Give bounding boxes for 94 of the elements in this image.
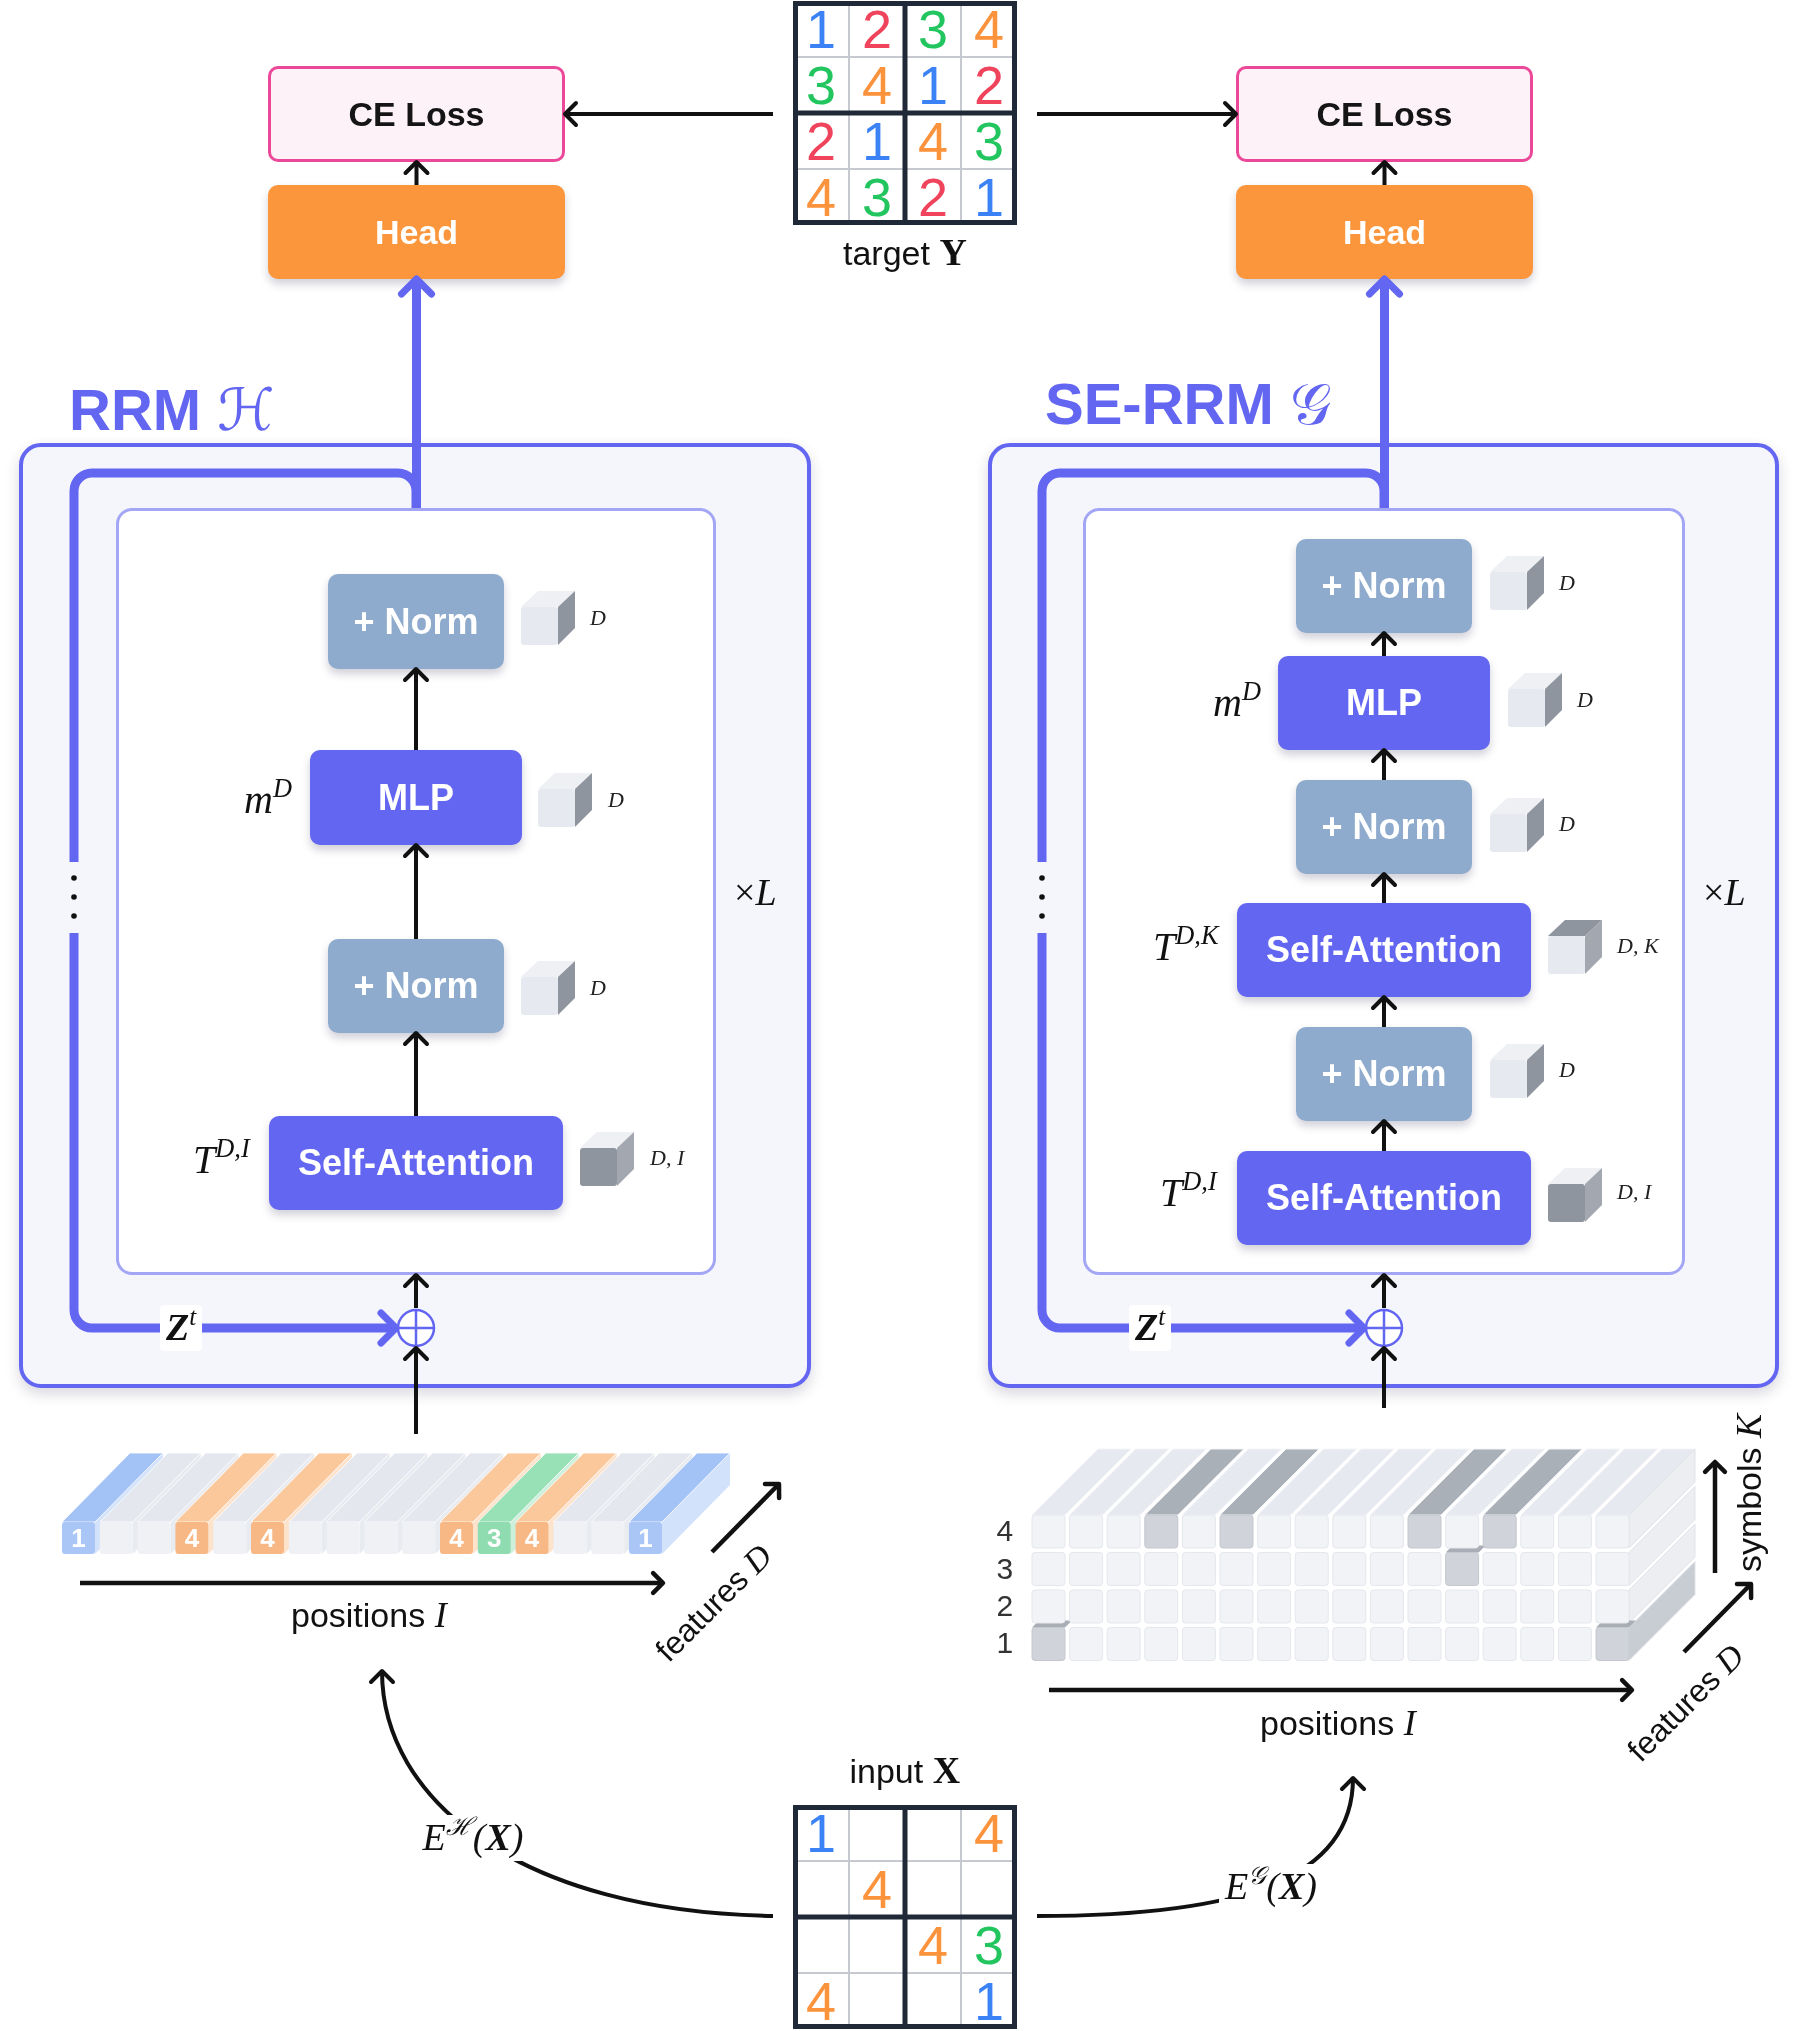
row-label: 4 (996, 1513, 1014, 1548)
repeat-count-label: ×L (1703, 871, 1746, 915)
grid-digit: 3 (860, 170, 893, 224)
grid-digit: 2 (972, 58, 1005, 112)
norm-block: + Norm (328, 939, 504, 1033)
mlp-block: MLP (1278, 656, 1490, 750)
math-label: T$^{D,K}$ (1153, 924, 1219, 970)
grid-digit: 4 (916, 114, 949, 168)
mlp-block: MLP (310, 750, 522, 845)
arrow (403, 1346, 429, 1434)
token-digit: 4 (448, 1523, 465, 1553)
grid-digit: 3 (916, 2, 949, 56)
math-label: m$^{D}$ (244, 777, 292, 823)
dimension-label: D (608, 786, 624, 812)
arrow (1371, 872, 1397, 903)
grid-digit: 1 (972, 1974, 1005, 2028)
arrow (403, 843, 429, 939)
grid-digit: 4 (860, 1862, 893, 1916)
dimension-label: D, I (1617, 1178, 1652, 1204)
norm-block: + Norm (328, 574, 504, 669)
arrow (1371, 160, 1398, 185)
circled-plus-icon (396, 1308, 436, 1348)
dimension-label: D (590, 974, 606, 1000)
grid-digit: 1 (972, 170, 1005, 224)
row-label: 1 (996, 1625, 1014, 1660)
grid-digit: 2 (916, 170, 949, 224)
arrow (1371, 1273, 1397, 1308)
arrow (563, 101, 773, 127)
attention-block: Self-Attention (1237, 1151, 1531, 1245)
math-label: T$^{D,I}$ (1160, 1170, 1217, 1216)
grid-digit: 1 (916, 58, 949, 112)
attention-block: Self-Attention (269, 1116, 563, 1210)
arrow (1371, 995, 1397, 1027)
axis-label: positions I (1260, 1705, 1416, 1742)
grid-digit: 2 (804, 114, 837, 168)
math-label: m$^{D}$ (1213, 680, 1261, 726)
norm-block: + Norm (1296, 1027, 1472, 1121)
arrow (403, 160, 430, 185)
module-title: RRM ℋ (69, 378, 275, 442)
head-block: Head (268, 185, 565, 279)
axis-label: symbols K (1731, 1413, 1768, 1573)
grid-digit: 4 (860, 58, 893, 112)
grid-digit: 4 (804, 170, 837, 224)
grid-digit: 4 (972, 1806, 1005, 1860)
grid-digit: 4 (972, 2, 1005, 56)
grid-digit: 1 (860, 114, 893, 168)
grid-digit: 4 (804, 1974, 837, 2028)
grid-caption: input X (849, 1749, 961, 1793)
layer-stack-frame (1083, 508, 1685, 1275)
axis-label: positions I (291, 1597, 447, 1634)
arrow (1371, 1119, 1397, 1151)
dimension-label: D (1559, 1056, 1575, 1082)
edge-label: Z$^{t}$ (1129, 1305, 1172, 1351)
dimension-label: D, I (650, 1144, 685, 1170)
token-digit: 4 (183, 1523, 201, 1553)
attention-block: Self-Attention (1237, 903, 1531, 997)
grid-digit: 3 (804, 58, 837, 112)
grid-digit: 4 (916, 1918, 949, 1972)
arrow (1371, 1346, 1397, 1408)
token-digit: 1 (637, 1523, 654, 1553)
grid-caption: target Y (843, 231, 967, 275)
arrow (1371, 748, 1397, 780)
layer-stack-frame (116, 508, 716, 1275)
row-label: 2 (996, 1588, 1014, 1623)
grid-digit: 1 (804, 2, 837, 56)
head-block: Head (1236, 185, 1533, 279)
dimension-label: D (1577, 686, 1593, 712)
dimension-label: D, K (1617, 932, 1659, 958)
dimension-label: D (1559, 569, 1575, 595)
math-label: T$^{D,I}$ (193, 1137, 250, 1183)
arrow (403, 1031, 429, 1116)
circled-plus-icon (1364, 1308, 1404, 1348)
dimension-label: D (1559, 810, 1575, 836)
row-label: 3 (996, 1551, 1014, 1586)
arrow (403, 1273, 429, 1308)
norm-block: + Norm (1296, 780, 1472, 874)
loss-block: CE Loss (1236, 66, 1533, 162)
repeat-count-label: ×L (734, 871, 777, 915)
dimension-label: D (590, 604, 606, 630)
grid-digit: 1 (804, 1806, 837, 1860)
arrow (1037, 101, 1238, 127)
grid-digit: 3 (972, 114, 1005, 168)
token-digit: 1 (70, 1523, 87, 1553)
token-digit: 4 (523, 1523, 541, 1553)
grid-digit: 3 (972, 1918, 1005, 1972)
norm-block: + Norm (1296, 539, 1472, 633)
loss-block: CE Loss (268, 66, 565, 162)
token-digit: 3 (486, 1523, 503, 1553)
edge-label: Z$^{t}$ (160, 1305, 203, 1351)
arrow (403, 667, 429, 750)
arrow (1371, 631, 1397, 656)
grid-digit: 2 (860, 2, 893, 56)
module-title: SE-RRM 𝒢 (1045, 372, 1331, 436)
token-digit: 4 (259, 1523, 276, 1553)
